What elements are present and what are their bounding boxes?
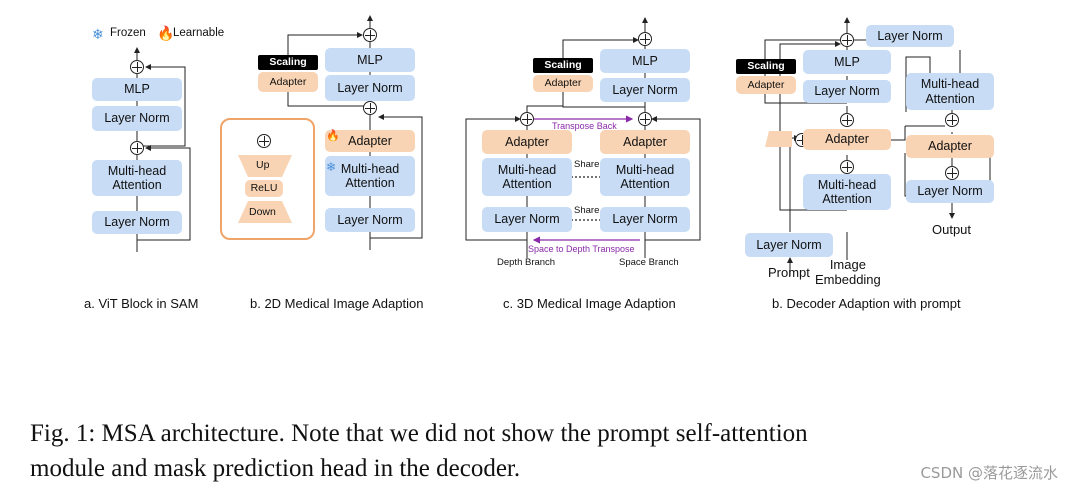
add-icon — [840, 113, 854, 127]
add-icon — [945, 113, 959, 127]
output-label: Output — [932, 222, 972, 237]
legend-frozen-label: Frozen — [110, 27, 146, 39]
add-icon — [363, 101, 377, 115]
adapter-block: Adapter — [258, 72, 318, 92]
layer-norm-block: Layer Norm — [866, 25, 954, 47]
watermark: CSDN @落花逐流水 — [920, 464, 1058, 482]
scaling-block: Scaling — [533, 58, 593, 73]
add-icon — [638, 112, 652, 126]
panel-c-caption: c. 3D Medical Image Adaption — [503, 296, 676, 311]
layer-norm-block: Layer Norm — [325, 208, 415, 232]
scaling-block: Scaling — [736, 59, 796, 74]
attention-block: Multi-head Attention — [325, 156, 415, 196]
space-branch-label: Space Branch — [619, 257, 679, 268]
figure-caption-line1: Fig. 1: MSA architecture. Note that we d… — [30, 420, 808, 447]
panel-b-caption: b. 2D Medical Image Adaption — [250, 296, 424, 311]
cross-attention-block: Multi-head Attention — [906, 73, 994, 110]
adapter-block: Adapter — [803, 129, 891, 150]
attention-block: Multi-head Attention — [482, 158, 572, 196]
layer-norm-block: Layer Norm — [92, 106, 182, 131]
mlp-block: MLP — [600, 49, 690, 73]
adapter-block: Adapter — [482, 130, 572, 154]
flame-icon: 🔥 — [157, 25, 175, 41]
down-label: Down — [249, 206, 276, 218]
attention-block: Multi-head Attention — [803, 174, 891, 210]
up-label: Up — [256, 159, 270, 171]
panel-a-caption: a. ViT Block in SAM — [84, 296, 199, 311]
adapter-detail-frame — [220, 118, 315, 240]
transpose-back-label: Transpose Back — [552, 121, 617, 131]
add-icon — [130, 141, 144, 155]
adapter-block: Adapter — [325, 130, 415, 152]
mlp-block: MLP — [325, 48, 415, 72]
add-icon — [130, 60, 144, 74]
adapter-block: Adapter — [736, 76, 796, 94]
layer-norm-block: Layer Norm — [482, 207, 572, 232]
mlp-block: MLP — [803, 50, 891, 74]
share-label: Share — [574, 205, 600, 216]
scaling-block: Scaling — [258, 55, 318, 70]
snowflake-icon: ❄ — [326, 160, 337, 174]
share-label: Share — [574, 159, 600, 170]
adapter-block: Adapter — [533, 75, 593, 92]
add-icon — [840, 33, 854, 47]
add-icon — [945, 166, 959, 180]
add-icon — [363, 28, 377, 42]
add-icon — [257, 134, 271, 148]
layer-norm-block: Layer Norm — [745, 233, 833, 257]
space-to-depth-label: Space to Depth Transpose — [528, 244, 635, 254]
relu-block: ReLU — [245, 180, 283, 197]
layer-norm-block: Layer Norm — [600, 78, 690, 102]
add-icon — [638, 32, 652, 46]
layer-norm-block: Layer Norm — [803, 80, 891, 103]
attention-block: Multi-head Attention — [600, 158, 690, 196]
adapter-input-shape — [765, 131, 792, 147]
adapter-block: Adapter — [600, 130, 690, 154]
add-icon — [840, 160, 854, 174]
adapter-block: Adapter — [906, 135, 994, 158]
prompt-label: Prompt — [768, 265, 810, 280]
layer-norm-block: Layer Norm — [600, 207, 690, 232]
panel-d-caption: b. Decoder Adaption with prompt — [772, 296, 961, 311]
image-embedding-label: Image Embedding — [815, 257, 881, 287]
down-projection-shape — [238, 201, 292, 223]
attention-block: Multi-head Attention — [92, 160, 182, 196]
layer-norm-block: Layer Norm — [92, 211, 182, 234]
legend-learnable-label: Learnable — [173, 27, 225, 39]
layer-norm-block: Layer Norm — [325, 75, 415, 101]
add-icon — [520, 112, 534, 126]
snowflake-icon: ❄ — [92, 26, 104, 42]
connector-lines — [134, 15, 991, 276]
up-projection-shape — [238, 155, 292, 177]
figure-caption-line2: module and mask prediction head in the d… — [30, 455, 521, 482]
layer-norm-block: Layer Norm — [906, 180, 994, 203]
depth-branch-label: Depth Branch — [497, 257, 556, 268]
flame-icon: 🔥 — [326, 130, 340, 142]
mlp-block: MLP — [92, 78, 182, 101]
